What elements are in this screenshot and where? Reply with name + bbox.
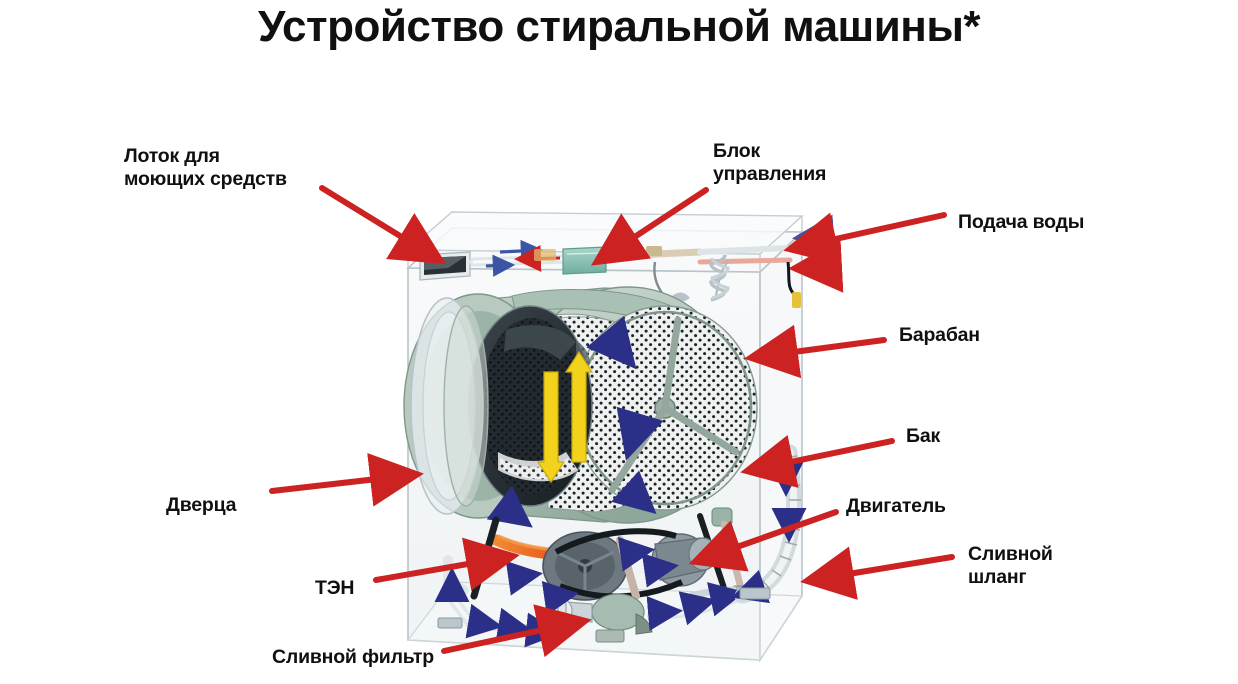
label-heater: ТЭН xyxy=(315,577,355,599)
pointer-water-supply xyxy=(783,212,947,266)
pointer-arrow-layer xyxy=(269,185,955,658)
drum-icon xyxy=(467,305,758,513)
drain-filter-icon xyxy=(545,599,567,625)
pointer-drum xyxy=(744,324,887,379)
pointer-control-unit xyxy=(590,187,709,266)
label-water-supply: Подача воды xyxy=(958,211,1085,233)
label-tub: Бак xyxy=(906,425,941,447)
pointer-door xyxy=(269,452,424,507)
suspension-spring-icon xyxy=(709,254,730,302)
label-door: Дверца xyxy=(166,494,237,516)
label-drum: Барабан xyxy=(899,324,980,346)
label-control-unit: Блок управления xyxy=(713,140,827,185)
machine-feet-icon xyxy=(437,587,771,643)
pointer-drain-filter xyxy=(441,604,592,658)
door-icon xyxy=(410,297,489,515)
label-drain-filter: Сливной фильтр xyxy=(272,646,434,668)
page-title: Устройство стиральной машины* xyxy=(257,2,981,51)
pointer-detergent-drawer xyxy=(319,185,447,265)
label-drain-hose: Сливной шланг xyxy=(968,543,1053,588)
water-flow-arrows-icon xyxy=(486,316,664,528)
label-motor: Двигатель xyxy=(846,495,946,517)
label-detergent-drawer: Лоток для моющих средств xyxy=(124,145,287,190)
pointer-heater xyxy=(373,537,520,591)
pointer-motor xyxy=(688,509,839,572)
circulation-arrows-icon xyxy=(536,350,594,484)
pointer-drain-hose xyxy=(800,546,955,600)
pointer-tub xyxy=(740,435,895,488)
